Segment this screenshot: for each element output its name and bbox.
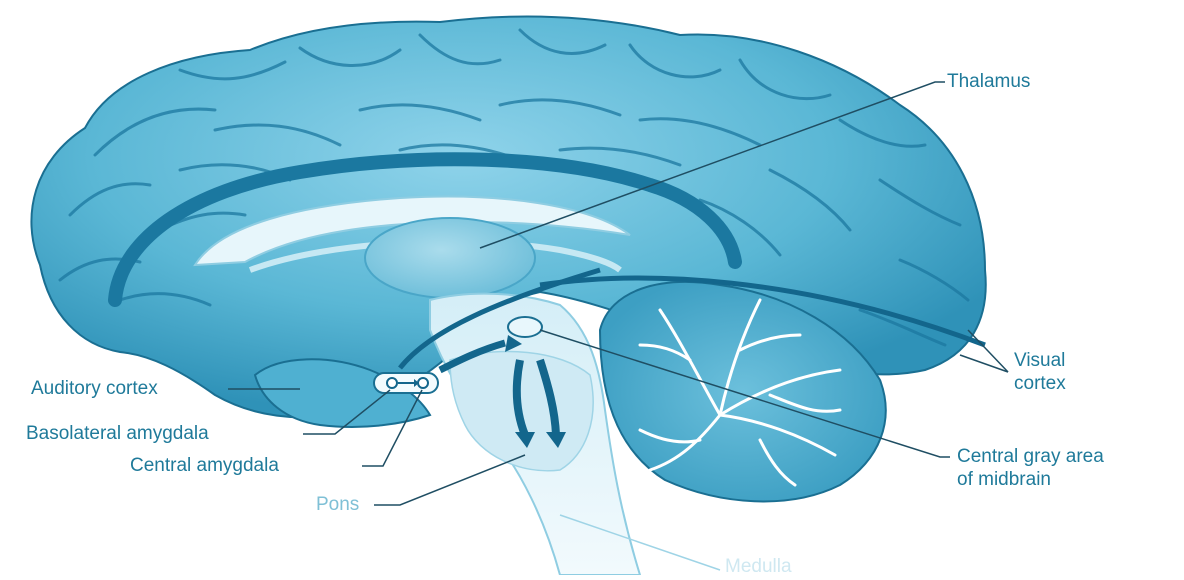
label-central-gray-1: Central gray area (957, 446, 1104, 468)
label-thalamus: Thalamus (947, 71, 1030, 93)
thalamus-shape (365, 218, 535, 298)
central-amygdala-dot (418, 378, 428, 388)
label-visual-cortex-2: cortex (1014, 373, 1066, 395)
basolateral-amygdala-dot (387, 378, 397, 388)
label-central-gray-2: of midbrain (957, 469, 1051, 491)
central-gray-shape (508, 317, 542, 337)
label-auditory-cortex: Auditory cortex (31, 378, 158, 400)
leader-pons (374, 455, 525, 505)
label-pons: Pons (316, 494, 359, 516)
label-basolateral-amygdala: Basolateral amygdala (26, 423, 209, 445)
label-visual-cortex-1: Visual (1014, 350, 1065, 372)
label-central-amygdala: Central amygdala (130, 455, 279, 477)
